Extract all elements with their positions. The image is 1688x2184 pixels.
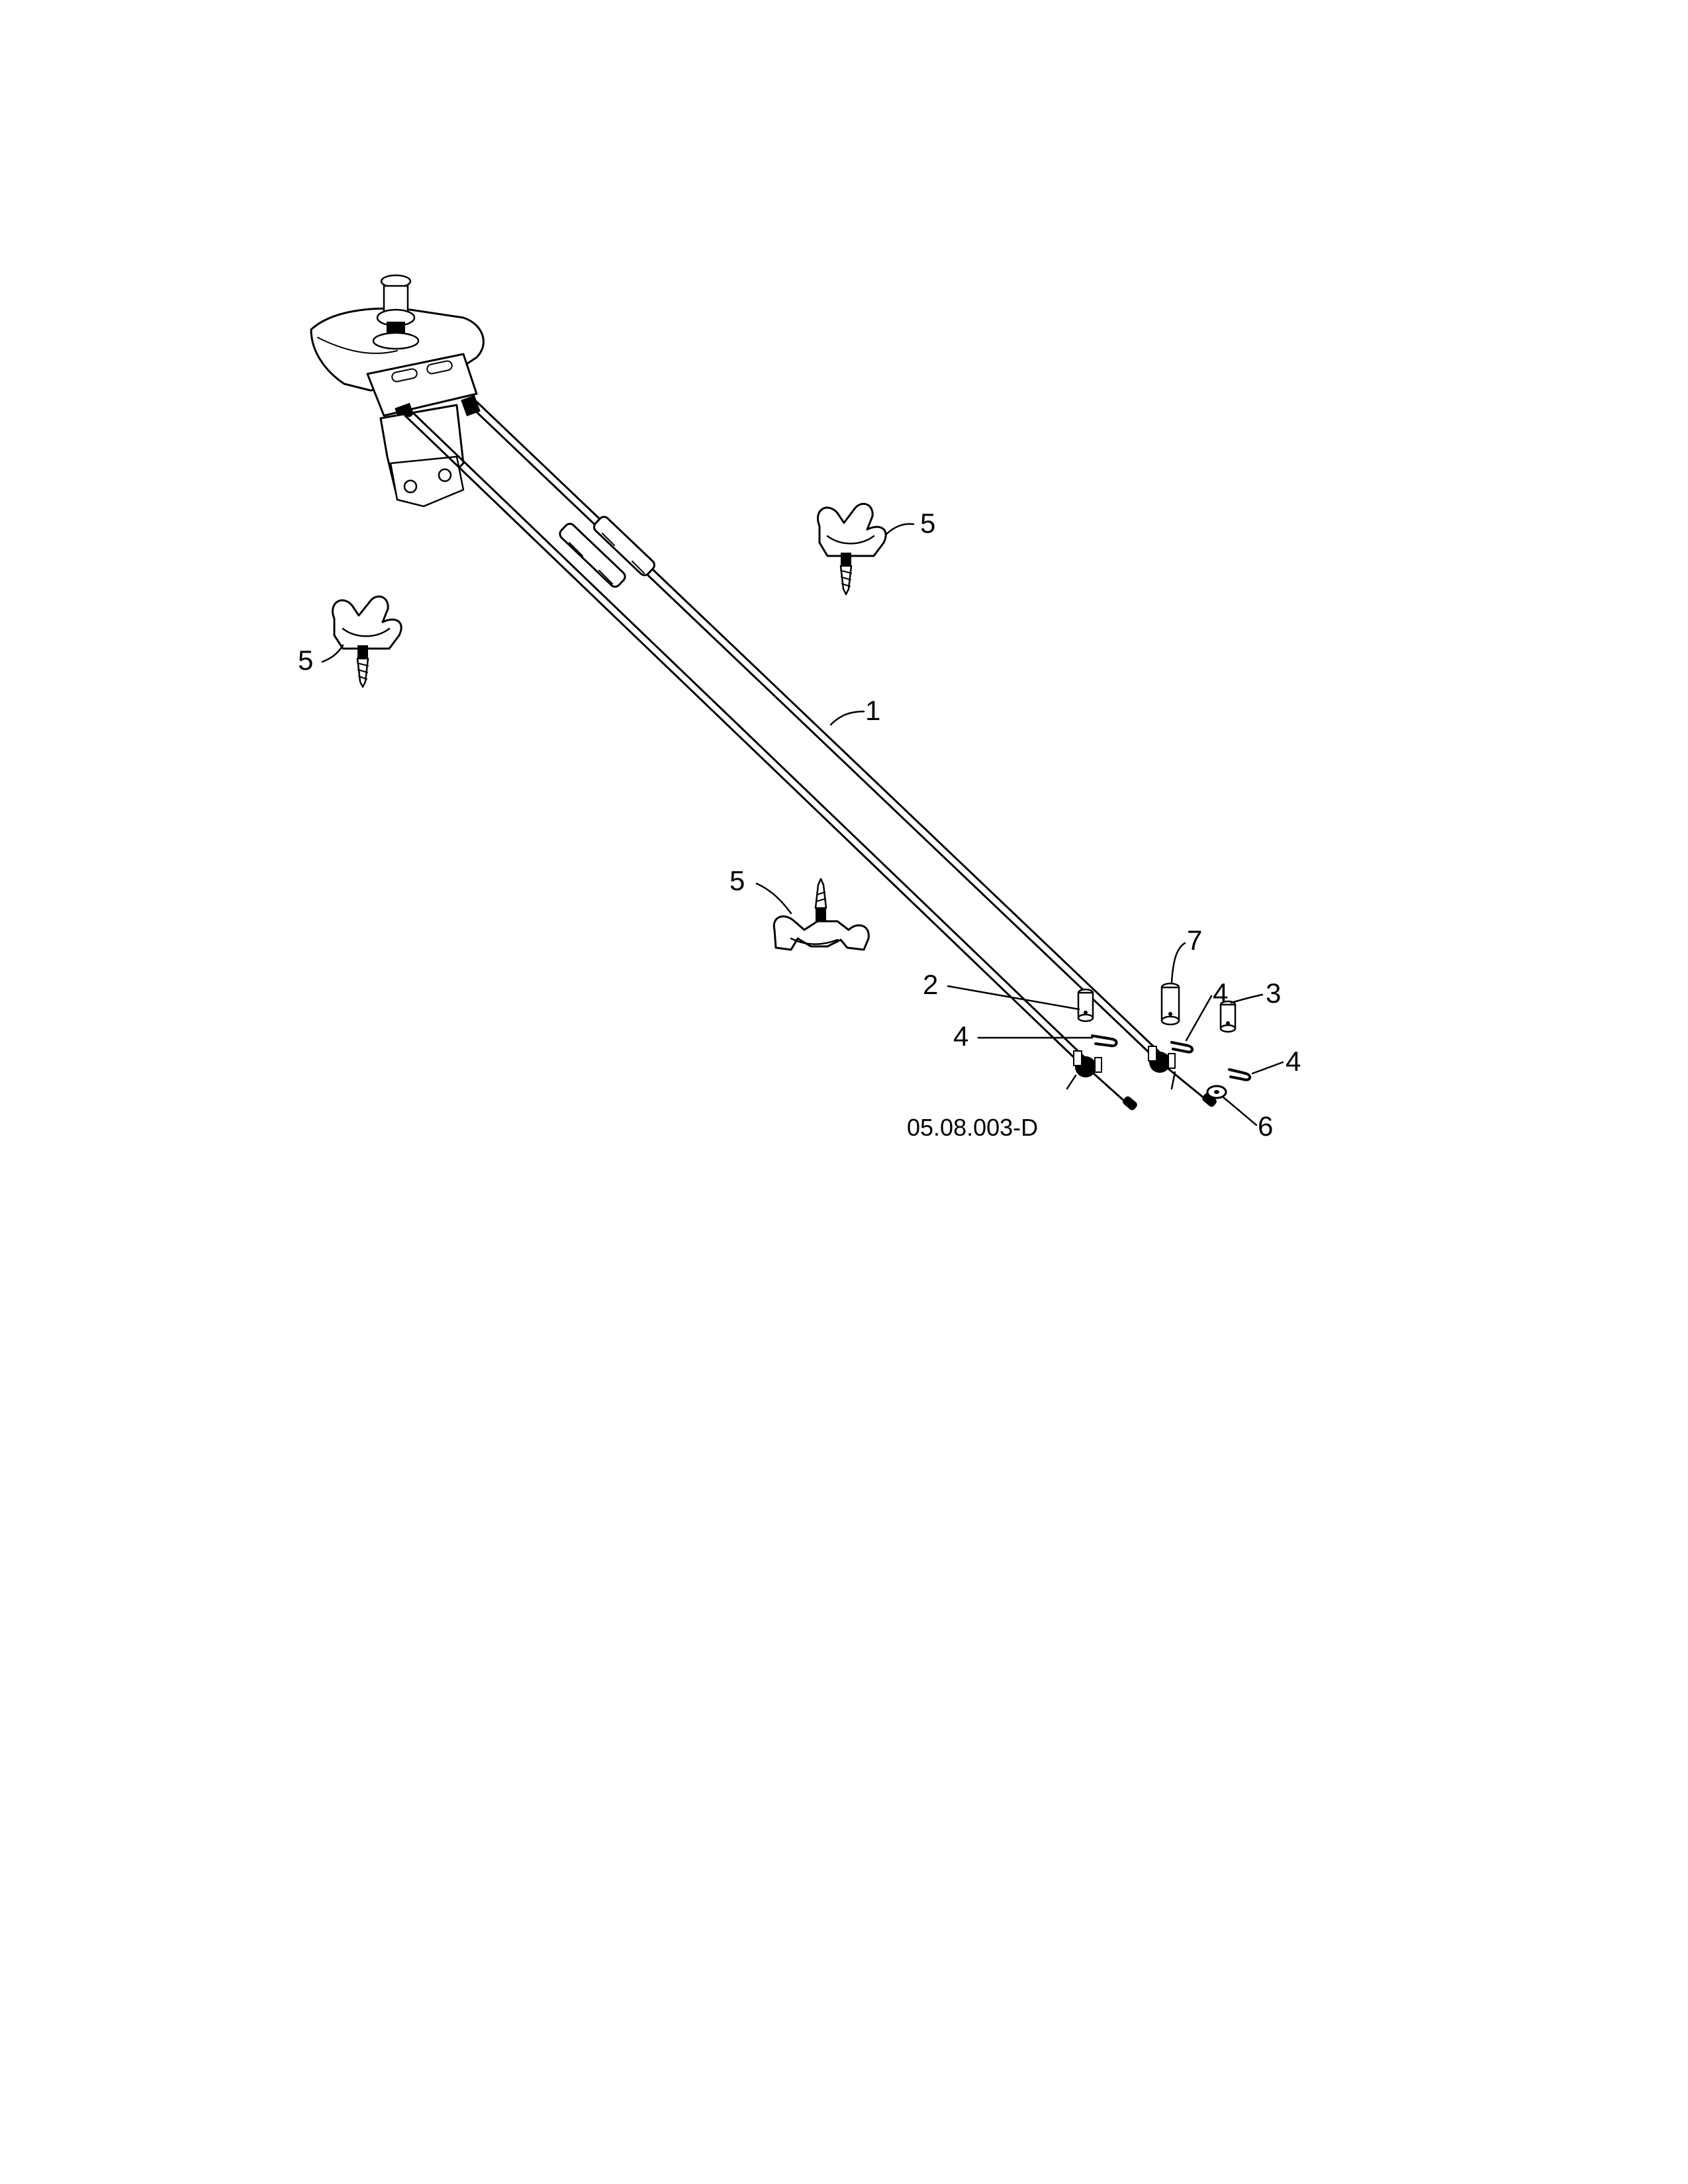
cable-adjuster-right <box>593 516 655 576</box>
cable-assembly <box>404 400 1164 1067</box>
hairpin-clip-4-left <box>1091 1034 1118 1048</box>
cable-adjuster-left <box>559 523 626 588</box>
leader-lines <box>321 523 1284 1126</box>
cable-end-left <box>1066 1050 1137 1111</box>
cable-clip-lower <box>773 878 870 951</box>
washer-6 <box>1206 1085 1227 1099</box>
cable-clip-left <box>332 595 402 688</box>
control-bracket-assembly <box>310 274 485 508</box>
callout-7: 7 <box>1187 925 1202 956</box>
hairpin-clip-4-middle <box>1170 1041 1194 1054</box>
callout-5-left: 5 <box>298 645 313 676</box>
callout-5-lower: 5 <box>729 865 745 896</box>
callout-4-right: 4 <box>1286 1046 1301 1077</box>
clevis-pin-2 <box>1077 988 1094 1023</box>
clevis-pin-7 <box>1160 982 1180 1026</box>
callout-4-left: 4 <box>953 1021 968 1052</box>
cable-clip-upper-right <box>817 502 887 596</box>
callout-2: 2 <box>923 969 938 1000</box>
cable-end-right <box>1148 1046 1217 1107</box>
callout-6: 6 <box>1258 1111 1273 1142</box>
hairpin-clip-4-right <box>1228 1068 1252 1081</box>
callout-3: 3 <box>1266 978 1281 1009</box>
callout-5-upper: 5 <box>920 508 935 539</box>
callout-4-middle: 4 <box>1213 978 1228 1009</box>
figure-reference: 05.08.003-D <box>907 1114 1038 1141</box>
callout-1: 1 <box>865 695 880 726</box>
